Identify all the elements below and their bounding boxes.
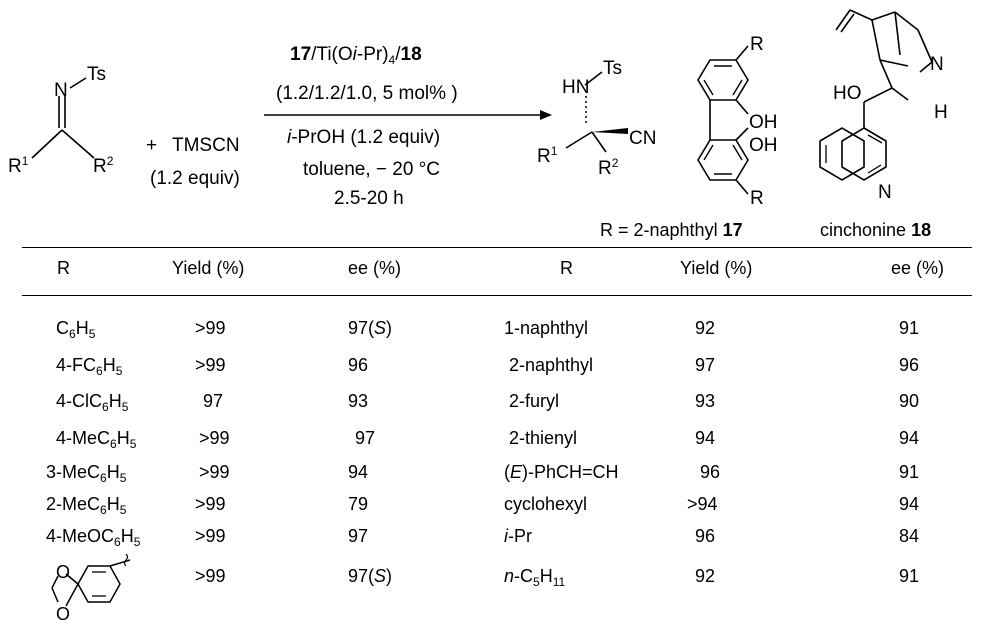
right-row-3-ee: 90 [899,391,920,411]
reaction-arrow [264,110,552,120]
imine-r2-label: R2 [93,154,114,177]
conditions-line-4: toluene, − 20 °C [303,159,440,180]
conditions-line-3: i-PrOH (1.2 equiv) [287,127,441,148]
biphenol-oh-2: OH [749,135,778,156]
ligand-18-caption: cinchonine 18 [820,220,932,240]
imine-bonds [31,77,95,159]
left-row-3-yield: 97 [203,391,224,411]
right-row-6-yield: >94 [687,494,718,514]
right-row-6-r: cyclohexyl [504,494,588,514]
right-row-8-ee: 91 [899,566,920,586]
right-row-8-r: n-C5H11 [504,566,566,589]
tmscn-label: TMSCN [172,135,240,156]
product-cn-label: CN [629,128,657,149]
right-row-5-yield: 96 [700,462,721,482]
left-row-4-ee: 97 [355,428,376,448]
right-row-7-ee: 84 [899,526,920,546]
table-header-rule [22,295,972,296]
left-row-2-yield: >99 [195,355,226,375]
left-row-5-ee: 94 [348,462,369,482]
right-row-1-yield: 92 [695,318,716,338]
header-ee-right: ee (%) [891,258,945,278]
left-row-8-ee: 97(S) [348,566,393,586]
imine-n-label: N [54,80,68,101]
left-row-4-yield: >99 [199,428,230,448]
biphenol-r-top: R [750,34,764,55]
left-row-6-ee: 79 [348,494,369,514]
left-row-8-yield: >99 [195,566,226,586]
right-row-1-r: 1-naphthyl [504,318,589,338]
header-yield-right: Yield (%) [680,258,753,278]
cinchonine-h-label: H [934,102,948,123]
cinchonine-quinoline-n: N [878,182,892,203]
reaction-scheme: N Ts R1 R2 + TMSCN (1.2 equiv) 17/Ti(Oi-… [0,0,987,258]
product-hn-label: HN [562,77,590,98]
right-row-2-ee: 96 [899,355,920,375]
left-row-2-r: 4-FC6H5 [56,355,123,378]
right-row-3-r: 2-furyl [509,391,560,411]
biphenol-oh-1: OH [749,112,778,133]
cinchonine-bonds [819,9,933,181]
header-ee-left: ee (%) [348,258,402,278]
imine-ts-label: Ts [87,64,106,85]
right-row-2-r: 2-naphthyl [509,355,594,375]
plus-sign: + [146,135,158,156]
left-row-7-yield: >99 [195,526,226,546]
benzodioxolyl-structure: O O [51,554,131,624]
right-row-8-yield: 92 [695,566,716,586]
right-row-3-yield: 93 [695,391,716,411]
left-row-3-ee: 93 [348,391,369,411]
right-row-5-ee: 91 [899,462,920,482]
left-row-7-ee: 97 [348,526,369,546]
right-row-4-ee: 94 [899,428,920,448]
right-row-7-yield: 96 [695,526,716,546]
conditions-line-2: (1.2/1.2/1.0, 5 mol% ) [276,83,458,104]
right-row-4-r: 2-thienyl [509,428,578,448]
right-row-2-yield: 97 [695,355,716,375]
ligand-17-caption: R = 2-naphthyl 17 [600,220,743,240]
svg-text:O: O [56,604,70,624]
svg-text:O: O [56,562,70,582]
left-row-6-yield: >99 [195,494,226,514]
table-top-rule [22,247,972,248]
conditions-line-5: 2.5-20 h [334,188,404,209]
conditions-line-1: 17/Ti(Oi-Pr)4/18 [290,44,422,67]
tmscn-equiv: (1.2 equiv) [150,168,240,189]
left-row-7-r: 4-MeOC6H5 [46,526,141,549]
left-row-5-r: 3-MeC6H5 [46,462,127,485]
right-row-4-yield: 94 [695,428,716,448]
header-yield-left: Yield (%) [172,258,245,278]
right-row-1-ee: 91 [899,318,920,338]
left-row-4-r: 4-MeC6H5 [56,428,137,451]
header-r-left: R [57,258,70,278]
left-row-1-yield: >99 [195,318,226,338]
product-bonds [565,71,628,153]
left-row-1-ee: 97(S) [348,318,393,338]
biphenol-r-bottom: R [750,188,764,209]
right-row-5-r: (E)-PhCH=CH [504,462,619,482]
left-row-5-yield: >99 [199,462,230,482]
product-r2-label: R2 [598,156,619,179]
cinchonine-n-label: N [930,54,944,75]
cinchonine-ho-label: HO [833,83,862,104]
left-row-1-r: C6H5 [56,318,96,341]
product-ts-label: Ts [603,58,622,79]
biphenol-bonds [697,45,749,195]
right-row-7-r: i-Pr [504,526,532,546]
product-r1-label: R1 [537,144,558,167]
right-row-6-ee: 94 [899,494,920,514]
left-row-3-r: 4-ClC6H5 [56,391,129,414]
left-row-6-r: 2-MeC6H5 [46,494,127,517]
imine-r1-label: R1 [8,154,29,177]
left-row-2-ee: 96 [348,355,369,375]
header-r-right: R [560,258,573,278]
